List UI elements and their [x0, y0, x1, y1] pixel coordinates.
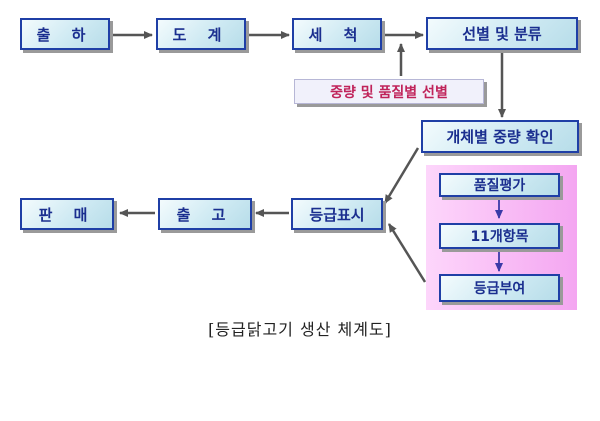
node-release: 출 고	[158, 198, 252, 230]
node-eleven-items-label: 11개항목	[470, 229, 529, 245]
node-individual-weight-label: 개체별 중량 확인	[446, 128, 554, 146]
node-weight-quality-criteria: 중량 및 품질별 선별	[294, 79, 484, 104]
node-grade-assign-label: 등급부여	[473, 281, 526, 297]
node-slaughter: 도 계	[156, 18, 246, 50]
node-eleven-items: 11개항목	[439, 223, 560, 249]
node-slaughter-label: 도 계	[172, 25, 230, 44]
node-quality-eval: 품질평가	[439, 173, 560, 197]
node-washing-label: 세 척	[308, 25, 366, 44]
node-quality-eval-label: 품질평가	[473, 178, 526, 194]
diagram-title: [등급닭고기 생산 체계도]	[208, 320, 392, 339]
node-sales: 판 매	[20, 198, 114, 230]
node-release-label: 출 고	[176, 205, 234, 224]
node-weight-quality-criteria-label: 중량 및 품질별 선별	[330, 84, 448, 101]
node-sort-classify-label: 선별 및 분류	[462, 25, 542, 43]
node-sales-label: 판 매	[38, 205, 96, 224]
node-grade-label: 등급표시	[291, 198, 383, 230]
node-individual-weight: 개체별 중량 확인	[421, 120, 579, 153]
node-washing: 세 척	[292, 18, 382, 50]
node-shipment-label: 출 하	[36, 25, 94, 44]
node-sort-classify: 선별 및 분류	[426, 17, 578, 50]
node-shipment: 출 하	[20, 18, 110, 50]
arrow-panel-to-grade-label	[387, 223, 427, 283]
node-grade-label-label: 등급표시	[309, 205, 365, 224]
node-grade-assign: 등급부여	[439, 274, 560, 302]
arrow-weight-check-to-grade-label	[383, 147, 420, 204]
